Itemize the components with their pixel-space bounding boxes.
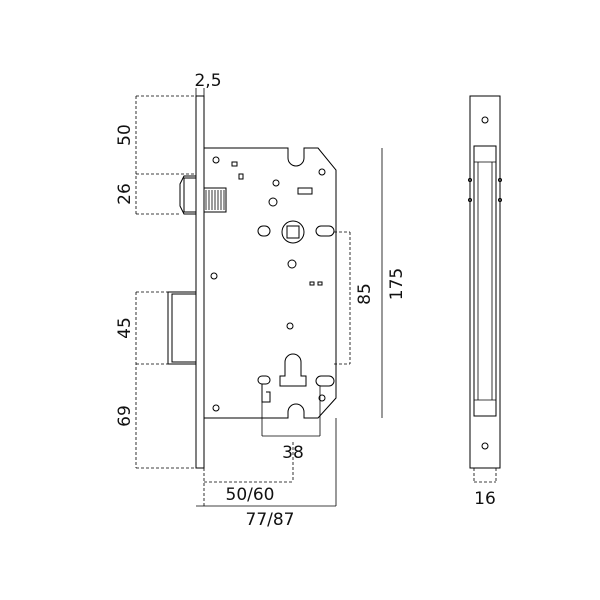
side-view: 16 [468,95,502,509]
deadbolt [167,291,197,365]
front-view: 2,5 50 26 45 69 85 175 38 [115,71,407,530]
dim-label-16: 16 [474,489,496,509]
lock-body [203,147,337,419]
handle-follower [281,220,305,244]
dim-label-69: 69 [115,405,135,427]
latch-bolt [179,175,227,215]
dim-cylinder-offset: 38 [261,386,321,463]
cylinder-cutout [279,353,307,387]
side-faceplate [469,95,501,469]
dim-label-50-60: 50/60 [226,485,275,505]
dim-label-45: 45 [115,317,135,339]
dim-body-depth: 77/87 [196,418,337,530]
dim-label-85: 85 [355,283,375,305]
dim-label-26: 26 [115,183,135,205]
faceplate [195,95,205,469]
dim-backset: 50/60 [203,442,294,506]
dim-label-77-87: 77/87 [246,510,295,530]
dim-label-2-5: 2,5 [194,71,221,91]
dim-label-175: 175 [387,268,407,300]
dim-body-height: 175 [381,148,407,418]
dim-faceplate-width: 16 [473,468,497,509]
left-extension-lines [135,95,196,469]
lock-internals [210,156,335,412]
dim-handle-to-cylinder: 85 [334,231,375,365]
dim-faceplate-thickness: 2,5 [194,71,222,96]
dim-label-50-top: 50 [115,124,135,146]
